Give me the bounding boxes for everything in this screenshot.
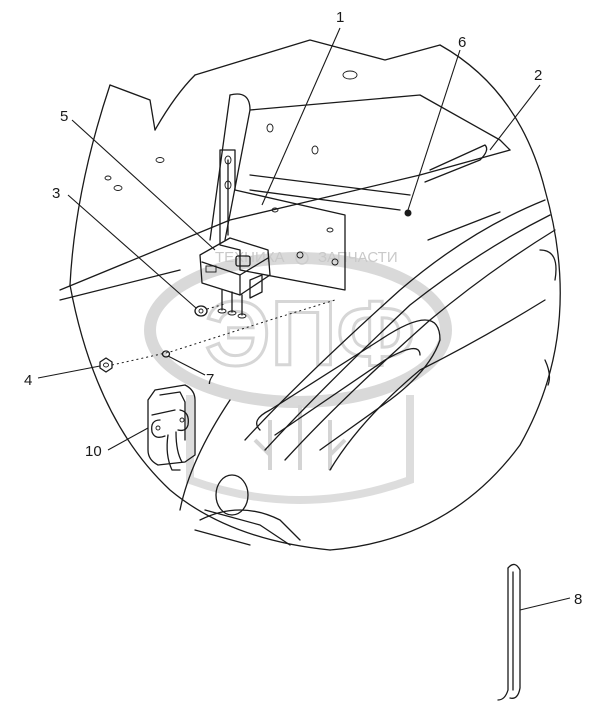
part-10-clamp	[147, 384, 196, 471]
watermark-letters: ЭПФ	[205, 283, 415, 385]
callout-6: 6	[458, 34, 466, 51]
part-8-u-rod	[497, 563, 521, 701]
leader-lines	[37, 27, 571, 611]
watermark-top-text-right: ЗАПЧАСТИ	[318, 249, 398, 266]
part-5-relay-box	[199, 237, 271, 319]
frame-rails	[179, 199, 557, 546]
part-2-rod	[424, 144, 501, 241]
callout-1: 1	[336, 9, 344, 26]
watermark-logo: ЭПФ ТЕХНИКА ЗАПЧАСТИ	[144, 249, 452, 504]
callout-3: 3	[52, 185, 60, 202]
callout-2: 2	[534, 67, 542, 84]
part-3-washer	[194, 305, 208, 317]
assembly-axis	[111, 299, 336, 366]
part-1-bracket	[219, 149, 346, 291]
part-4-nut	[99, 357, 113, 373]
callout-8: 8	[574, 591, 582, 608]
callout-labels: 1 2 3 4 5 6 7 8 10	[24, 9, 582, 608]
part-6-bolt	[404, 209, 412, 217]
callout-10: 10	[85, 443, 102, 460]
callout-5: 5	[60, 108, 68, 125]
frame-structure	[59, 70, 511, 301]
callout-7: 7	[206, 371, 214, 388]
callout-4: 4	[24, 372, 32, 389]
